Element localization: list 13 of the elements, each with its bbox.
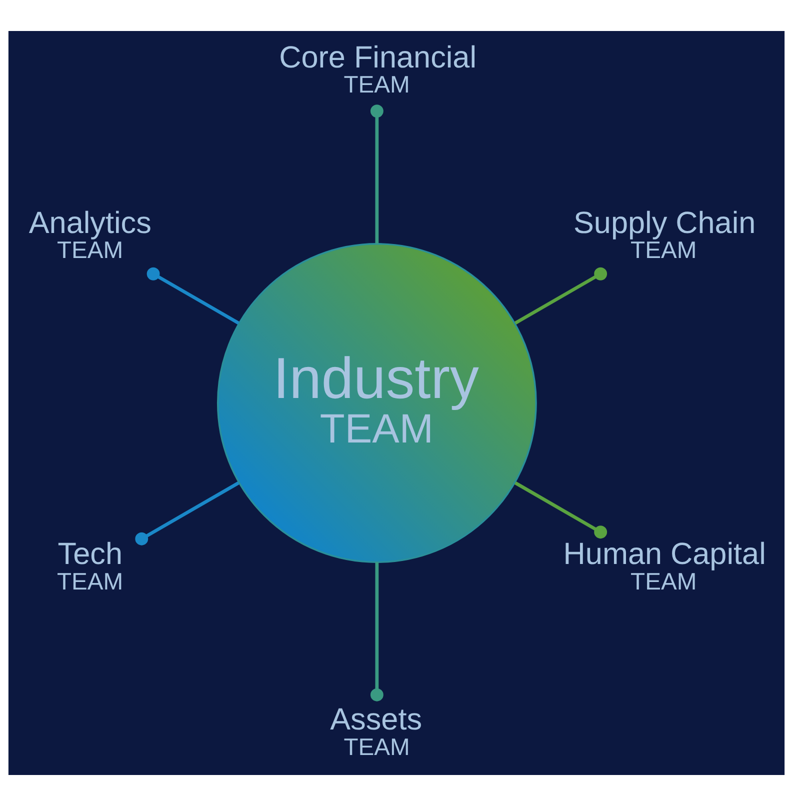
node-text: Analytics TEAM	[28, 205, 152, 264]
node-circle: Industry TEAM	[216, 242, 537, 562]
connector	[514, 480, 608, 538]
connector	[370, 104, 384, 244]
connector	[135, 480, 240, 545]
connector	[370, 562, 384, 701]
node-text: Tech TEAM	[56, 536, 124, 595]
node-text: Human Capital TEAM	[563, 536, 766, 595]
node-text: Core Financial TEAM	[279, 40, 477, 98]
node-text: Assets TEAM	[330, 702, 422, 760]
connector	[514, 266, 608, 324]
connector	[146, 266, 240, 324]
node-text: Supply Chain TEAM	[574, 205, 756, 264]
